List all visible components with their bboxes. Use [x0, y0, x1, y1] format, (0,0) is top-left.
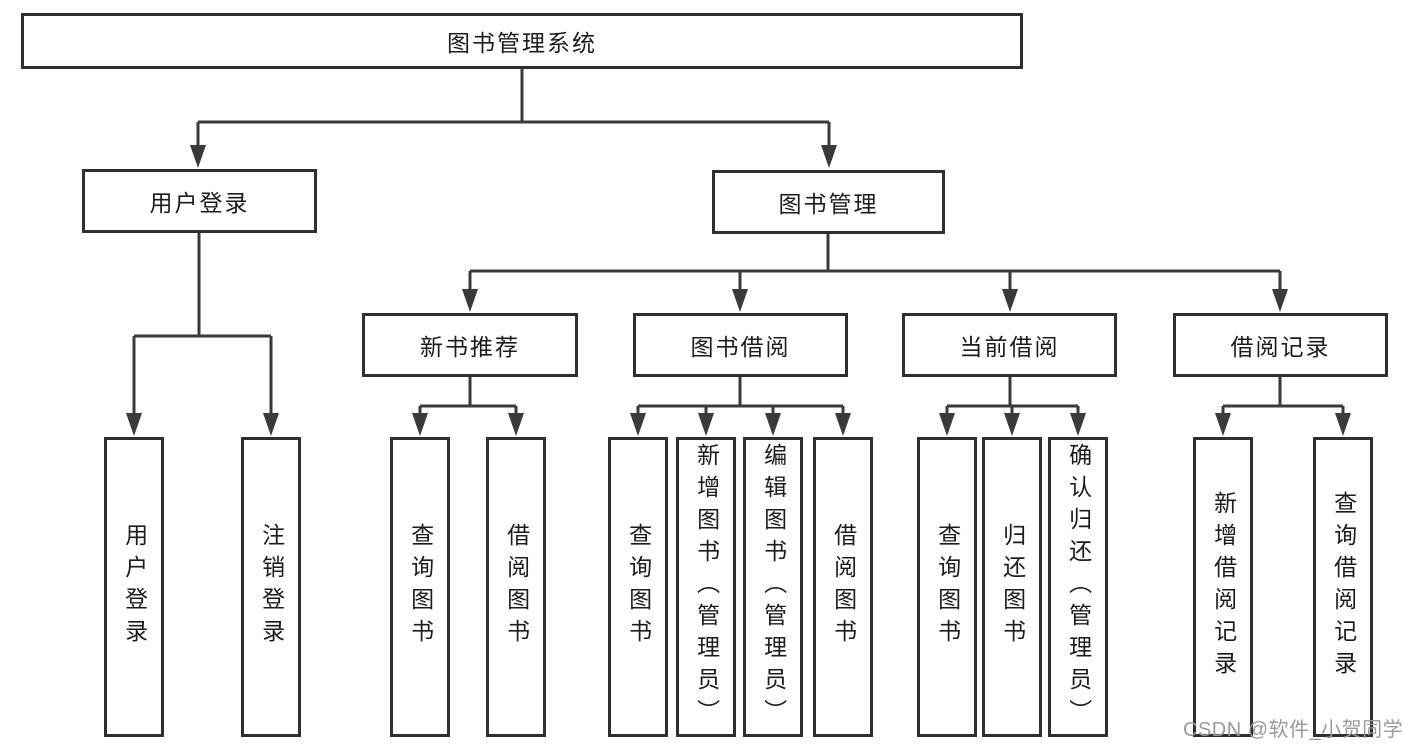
leaf-query-book-1: 查询图书 [390, 437, 450, 737]
leaf-return-book: 归还图书 [982, 437, 1042, 737]
node-book-management-label: 图书管理 [778, 191, 879, 217]
leaf-query-book-3: 查询图书 [917, 437, 977, 737]
leaf-add-borrow-record: 新增借阅记录 [1193, 437, 1253, 737]
node-new-book-recommend: 新书推荐 [362, 313, 578, 377]
leaf-query-borrow-record: 查询借阅记录 [1313, 437, 1373, 737]
node-new-book-recommend-label: 新书推荐 [420, 334, 520, 360]
node-current-borrow: 当前借阅 [902, 313, 1117, 377]
leaf-confirm-return-admin: 确认归还（管理员） [1048, 437, 1108, 737]
node-current-borrow-label: 当前借阅 [959, 334, 1060, 360]
leaf-user-login: 用户登录 [104, 437, 164, 737]
node-user-login: 用户登录 [82, 169, 317, 233]
node-book-borrow: 图书借阅 [633, 313, 848, 377]
leaf-borrow-book-1: 借阅图书 [486, 437, 546, 737]
leaf-query-book-2: 查询图书 [608, 437, 668, 737]
leaf-borrow-book-2: 借阅图书 [813, 437, 873, 737]
node-book-management: 图书管理 [712, 170, 945, 234]
leaf-logout: 注销登录 [241, 437, 301, 737]
node-user-login-label: 用户登录 [149, 190, 250, 216]
node-borrow-record-label: 借阅记录 [1230, 334, 1331, 360]
node-book-borrow-label: 图书借阅 [690, 334, 791, 360]
leaf-edit-book-admin: 编辑图书（管理员） [743, 437, 803, 737]
csdn-watermark: CSDN @软件_小贺同学 [1183, 719, 1404, 741]
node-root: 图书管理系统 [21, 13, 1023, 69]
leaf-add-book-admin: 新增图书（管理员） [676, 437, 736, 737]
node-root-label: 图书管理系统 [447, 30, 597, 56]
node-borrow-record: 借阅记录 [1173, 313, 1388, 377]
